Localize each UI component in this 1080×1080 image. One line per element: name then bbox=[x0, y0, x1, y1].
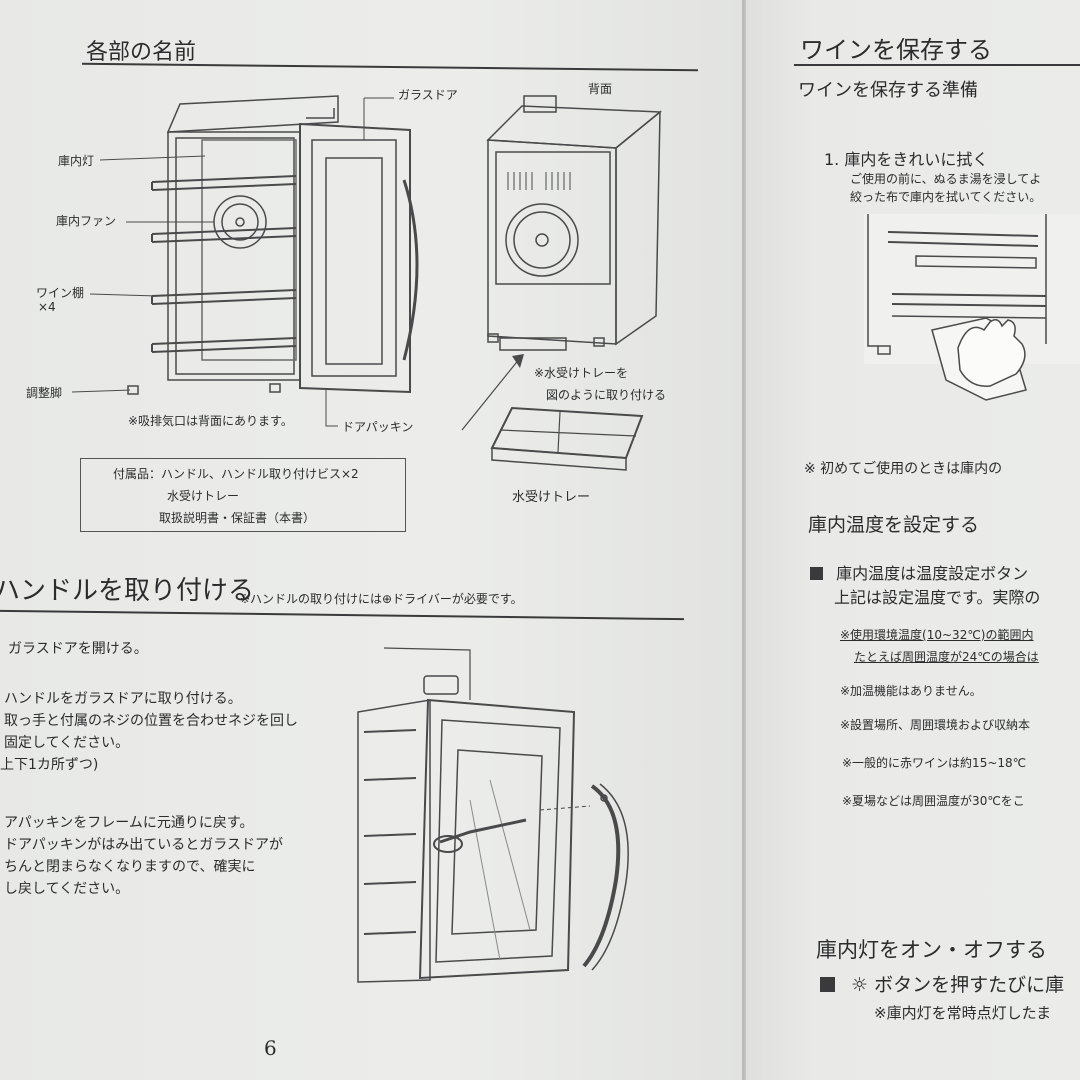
page-number: 6 bbox=[264, 1036, 277, 1060]
book-gutter bbox=[738, 0, 748, 1080]
bullet-square bbox=[820, 977, 835, 992]
step-3-line-4: し戻してください。 bbox=[4, 881, 130, 897]
label-wine-rack-count: ×4 bbox=[38, 300, 56, 314]
wiping-illustration bbox=[864, 214, 1080, 401]
label-adjust-foot: 調整脚 bbox=[26, 386, 63, 400]
wine-cellar-back-illustration bbox=[461, 95, 662, 471]
step-3-line-1: アパッキンをフレームに元通りに戻す。 bbox=[4, 815, 254, 831]
temp-note-5: ※一般的に赤ワインは約15~18℃ bbox=[842, 756, 1027, 770]
label-intake-note: ※吸排気口は背面にあります。 bbox=[128, 414, 293, 428]
right-page: ワインを保存する ワインを保存する準備 1. 庫内をきれいに拭く ご使用の前に、… bbox=[746, 0, 1080, 1080]
temp-note-6: ※夏場などは周囲温度が30℃をこ bbox=[842, 794, 1025, 808]
temp-line-2: 上記は設定温度です。実際の bbox=[834, 588, 1041, 607]
storage-title: ワインを保存する bbox=[800, 36, 992, 64]
label-back: 背面 bbox=[588, 82, 613, 96]
label-wine-rack: ワイン棚 bbox=[36, 286, 85, 300]
temp-note-3: ※加温機能はありません。 bbox=[840, 684, 982, 698]
left-page: 各部の名前 bbox=[0, 0, 742, 1080]
temp-note-2: たとえば周囲温度が24℃の場合は bbox=[854, 650, 1039, 664]
handle-note: ※ハンドルの取り付けには⊕ドライバーが必要です。 bbox=[240, 592, 523, 606]
light-title: 庫内灯をオン・オフする bbox=[816, 938, 1047, 962]
storage-subtitle: ワインを保存する準備 bbox=[798, 80, 978, 101]
first-use-note: ※ 初めてご使用のときは庫内の bbox=[804, 461, 1003, 477]
temp-title: 庫内温度を設定する bbox=[808, 514, 980, 536]
label-interior-fan: 庫内ファン bbox=[56, 214, 117, 228]
bullet-square bbox=[810, 567, 823, 580]
temp-line-1-wrap: 庫内温度は温度設定ボタン bbox=[810, 560, 1028, 584]
handle-install-illustration bbox=[357, 647, 629, 983]
label-interior-light: 庫内灯 bbox=[58, 154, 95, 168]
accessories-line-2: 水受けトレー bbox=[167, 489, 240, 503]
light-line-wrap: ☼ ボタンを押すたびに庫 bbox=[820, 970, 1064, 997]
wine-cellar-front-illustration bbox=[71, 95, 419, 427]
temp-note-4: ※設置場所、周囲環境および収納本 bbox=[840, 718, 1031, 732]
accessories-box: 付属品：ハンドル、ハンドル取り付けビス×2 水受けトレー 取扱説明書・保証書（本… bbox=[80, 458, 406, 532]
label-tray-note-2: 図のように取り付ける bbox=[546, 388, 667, 402]
step-2-line-2: 取っ手と付属のネジの位置を合わせネジを回し bbox=[4, 713, 298, 729]
step-2-line-1: ハンドルをガラスドアに取り付ける。 bbox=[4, 691, 242, 707]
temp-line-1: 庫内温度は温度設定ボタン bbox=[836, 564, 1029, 583]
light-note: ※庫内灯を常時点灯したま bbox=[874, 1004, 1052, 1022]
parts-title: 各部の名前 bbox=[86, 40, 197, 65]
step-1: ガラスドアを開ける。 bbox=[8, 641, 148, 657]
step1-body-1: ご使用の前に、ぬるま湯を浸してよ bbox=[850, 172, 1042, 186]
handle-title: ハンドルを取り付ける bbox=[0, 576, 255, 606]
light-line: ボタンを押すたびに庫 bbox=[874, 974, 1065, 996]
step-2-line-3: 固定してください。 bbox=[4, 735, 130, 751]
step-3-line-3: ちんと閉まらなくなりますので、確実に bbox=[4, 859, 256, 875]
temp-note-1: ※使用環境温度(10~32℃)の範囲内 bbox=[840, 628, 1034, 642]
label-drip-tray: 水受けトレー bbox=[512, 490, 591, 505]
light-button-icon: ☼ bbox=[851, 974, 869, 996]
step1-body-2: 絞った布で庫内を拭いてください。 bbox=[850, 190, 1042, 204]
accessories-line-3: 取扱説明書・保証書（本書） bbox=[159, 511, 316, 525]
label-tray-note-1: ※水受けトレーを bbox=[534, 366, 629, 380]
label-door-gasket: ドアパッキン bbox=[342, 420, 414, 434]
label-glass-door: ガラスドア bbox=[398, 88, 458, 102]
storage-title-rule bbox=[794, 64, 1080, 66]
step1-title: 1. 庫内をきれいに拭く bbox=[824, 150, 989, 169]
step-2-line-4: 上下1カ所ずつ) bbox=[0, 757, 99, 773]
step-3-line-2: ドアパッキンがはみ出ているとガラスドアが bbox=[4, 837, 284, 853]
accessories-line-1: 付属品：ハンドル、ハンドル取り付けビス×2 bbox=[113, 467, 359, 481]
